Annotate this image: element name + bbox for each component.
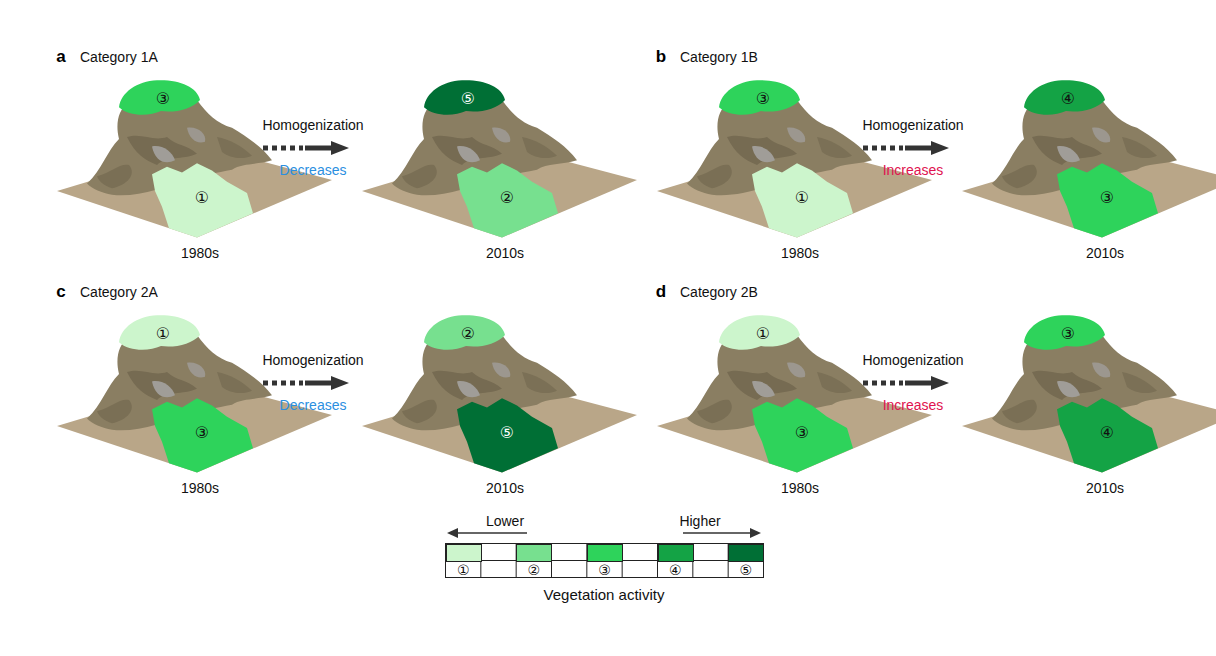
panel-letter: c bbox=[56, 282, 65, 302]
legend-swatch bbox=[728, 544, 764, 562]
decade-label: 1980s bbox=[181, 245, 219, 261]
legend-number: ⑤ bbox=[740, 561, 753, 577]
scale-end-label: Higher bbox=[679, 513, 720, 529]
terrain-map bbox=[362, 315, 637, 472]
region-number: ① bbox=[195, 189, 209, 207]
legend-number: ② bbox=[528, 561, 541, 577]
change-arrow bbox=[863, 141, 949, 155]
legend-number: ③ bbox=[598, 561, 611, 577]
legend-title: Vegetation activity bbox=[544, 586, 665, 603]
decade-label: 1980s bbox=[781, 245, 819, 261]
region-number: ③ bbox=[1061, 325, 1075, 343]
region-number: ③ bbox=[156, 90, 170, 108]
panel-letter: a bbox=[56, 47, 65, 67]
decade-label: 1980s bbox=[181, 480, 219, 496]
category-title: Category 2B bbox=[680, 284, 758, 300]
change-arrow bbox=[263, 376, 349, 390]
region-number: ③ bbox=[1100, 189, 1114, 207]
change-arrow bbox=[263, 141, 349, 155]
legend-swatch bbox=[516, 544, 552, 562]
region-number: ③ bbox=[195, 424, 209, 442]
decade-label: 2010s bbox=[1086, 480, 1124, 496]
category-title: Category 1A bbox=[80, 49, 158, 65]
region-number: ③ bbox=[756, 90, 770, 108]
terrain-map bbox=[57, 80, 332, 237]
region-number: ④ bbox=[1061, 90, 1075, 108]
scale-arrow bbox=[447, 528, 761, 538]
change-label: Decreases bbox=[280, 162, 347, 178]
arrow-label: Homogenization bbox=[262, 352, 363, 368]
panel-letter: b bbox=[656, 47, 666, 67]
legend-swatch bbox=[658, 544, 694, 562]
legend-number: ④ bbox=[669, 561, 682, 577]
decade-label: 2010s bbox=[1086, 245, 1124, 261]
legend-number: ① bbox=[457, 561, 470, 577]
region-number: ④ bbox=[1100, 424, 1114, 442]
terrain-map bbox=[657, 80, 932, 237]
decade-label: 2010s bbox=[486, 480, 524, 496]
region-number: ① bbox=[156, 325, 170, 343]
decade-label: 2010s bbox=[486, 245, 524, 261]
terrain-map bbox=[362, 80, 637, 237]
scale-grid bbox=[446, 544, 764, 578]
terrain-map bbox=[962, 315, 1216, 472]
change-label: Decreases bbox=[280, 397, 347, 413]
region-number: ② bbox=[500, 189, 514, 207]
terrain-map bbox=[57, 315, 332, 472]
change-arrow bbox=[863, 376, 949, 390]
region-number: ⑤ bbox=[500, 424, 514, 442]
region-number: ③ bbox=[795, 424, 809, 442]
arrow-label: Homogenization bbox=[862, 352, 963, 368]
arrow-label: Homogenization bbox=[262, 117, 363, 133]
legend-swatch bbox=[587, 544, 623, 562]
change-label: Increases bbox=[883, 162, 944, 178]
category-title: Category 2A bbox=[80, 284, 158, 300]
change-label: Increases bbox=[883, 397, 944, 413]
terrain-map bbox=[962, 80, 1216, 237]
region-number: ① bbox=[756, 325, 770, 343]
category-title: Category 1B bbox=[680, 49, 758, 65]
arrow-label: Homogenization bbox=[862, 117, 963, 133]
region-number: ① bbox=[795, 189, 809, 207]
scale-end-label: Lower bbox=[486, 513, 524, 529]
legend-swatch bbox=[446, 544, 482, 562]
region-number: ⑤ bbox=[461, 90, 475, 108]
region-number: ② bbox=[461, 325, 475, 343]
decade-label: 1980s bbox=[781, 480, 819, 496]
panel-letter: d bbox=[656, 282, 666, 302]
terrain-map bbox=[657, 315, 932, 472]
